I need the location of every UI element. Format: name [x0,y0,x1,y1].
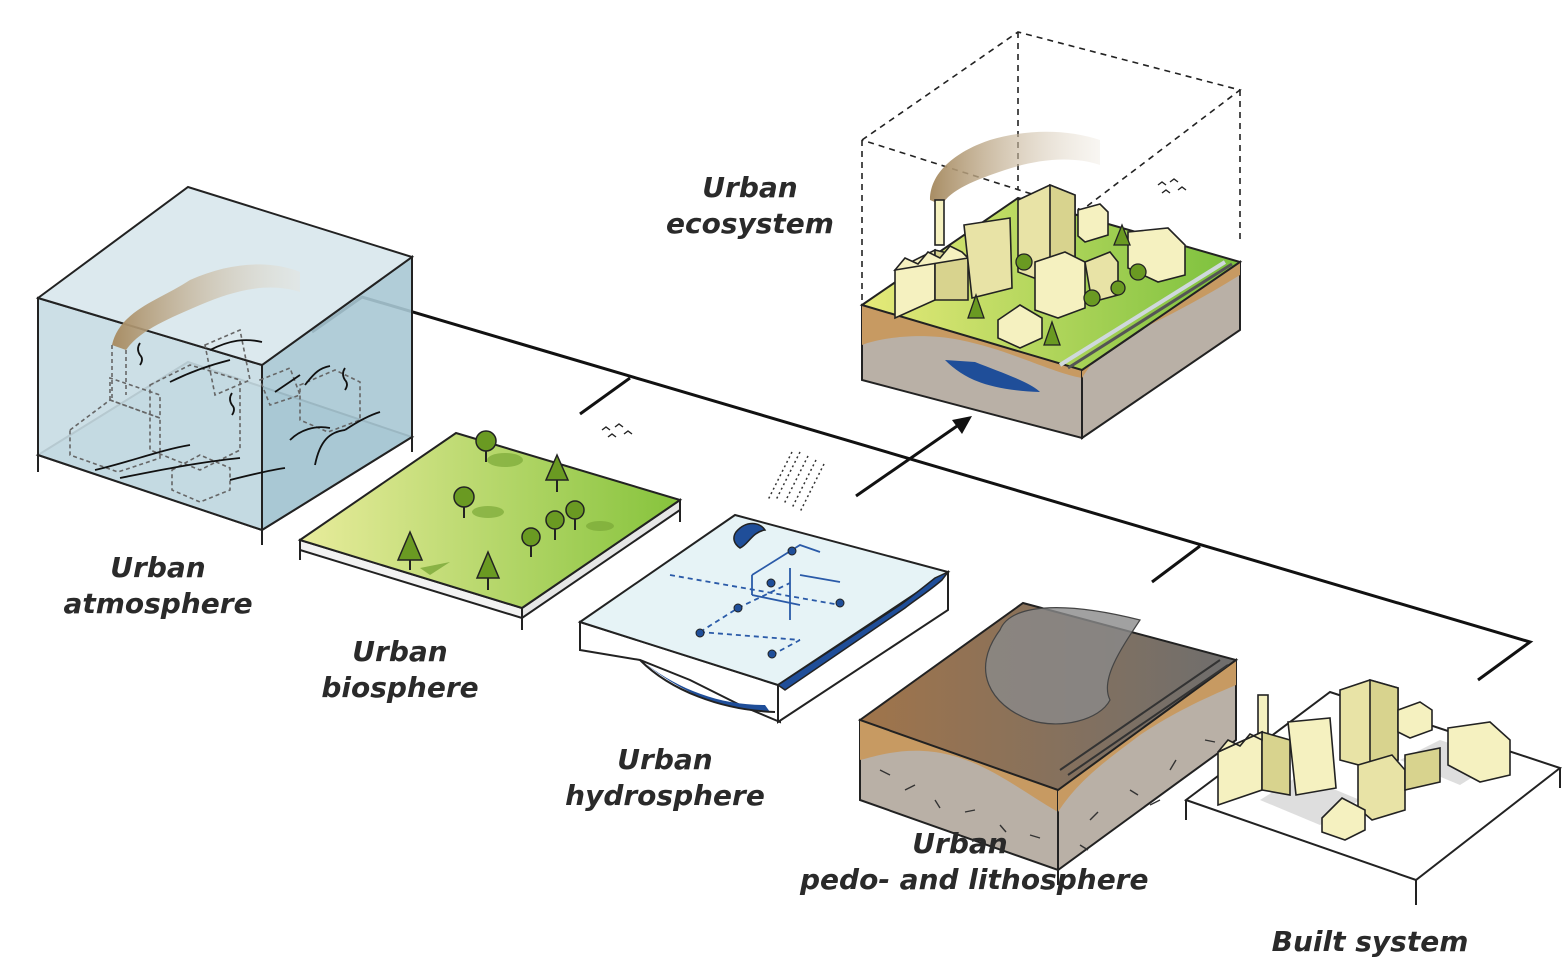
hydrosphere-label-line2: hydrosphere [565,779,765,812]
ecosystem-box [859,31,1243,440]
groundwater [945,360,1040,392]
tree-icon [521,527,541,547]
ghost-buildings [69,328,361,503]
hydrosphere-slab [577,451,951,724]
wells [695,546,845,659]
connector-branch-right [1151,544,1201,584]
pedosphere-block [857,601,1239,885]
airflow-arrows [94,339,381,481]
built-label-line1: Built system [1271,925,1469,958]
eco-birds-icon [1157,178,1187,194]
label-urban-atmosphere: Urban atmosphere [48,550,268,622]
ecosystem-label-line1: Urban [702,171,798,204]
label-built-system: Built system [1270,924,1470,960]
rock-hatches [879,739,1216,851]
atmosphere-box [35,185,415,545]
tree-icon [565,500,585,520]
label-urban-hydrosphere: Urban hydrosphere [550,742,780,814]
tree-icon [453,486,475,508]
eco-smoke [930,131,1100,205]
biosphere-trees [396,430,614,590]
tree-icon [475,430,497,452]
lake [733,522,767,549]
rain-icon [767,451,825,513]
built-system [1183,678,1563,905]
label-urban-pedo-lithosphere: Urban pedo- and lithosphere [800,826,1149,898]
eco-trees [967,223,1147,346]
pedosphere-label-line2: pedo- and lithosphere [800,863,1149,896]
biosphere-label-line1: Urban [352,635,448,668]
biosphere-label-line2: biosphere [321,671,479,704]
atmosphere-label-line1: Urban [110,551,206,584]
arrow-to-ecosystem [855,416,972,498]
built-buildings [1217,678,1511,841]
hydrosphere-label-line1: Urban [617,743,713,776]
pedosphere-label-line1: Urban [912,827,1008,860]
label-urban-ecosystem: Urban ecosystem [650,170,850,242]
eco-buildings [893,183,1186,349]
connector-branch-left [579,376,631,416]
tree-icon [545,510,565,530]
gravel-pit [984,607,1141,725]
ecosystem-label-line2: ecosystem [666,207,834,240]
birds-icon [601,423,633,438]
pipe-network [751,544,841,620]
atmosphere-smoke [112,264,300,350]
atmosphere-label-line2: atmosphere [63,587,253,620]
river [776,571,949,691]
label-urban-biosphere: Urban biosphere [290,634,510,706]
drain-lines [669,574,841,656]
biosphere-slab [297,423,683,630]
